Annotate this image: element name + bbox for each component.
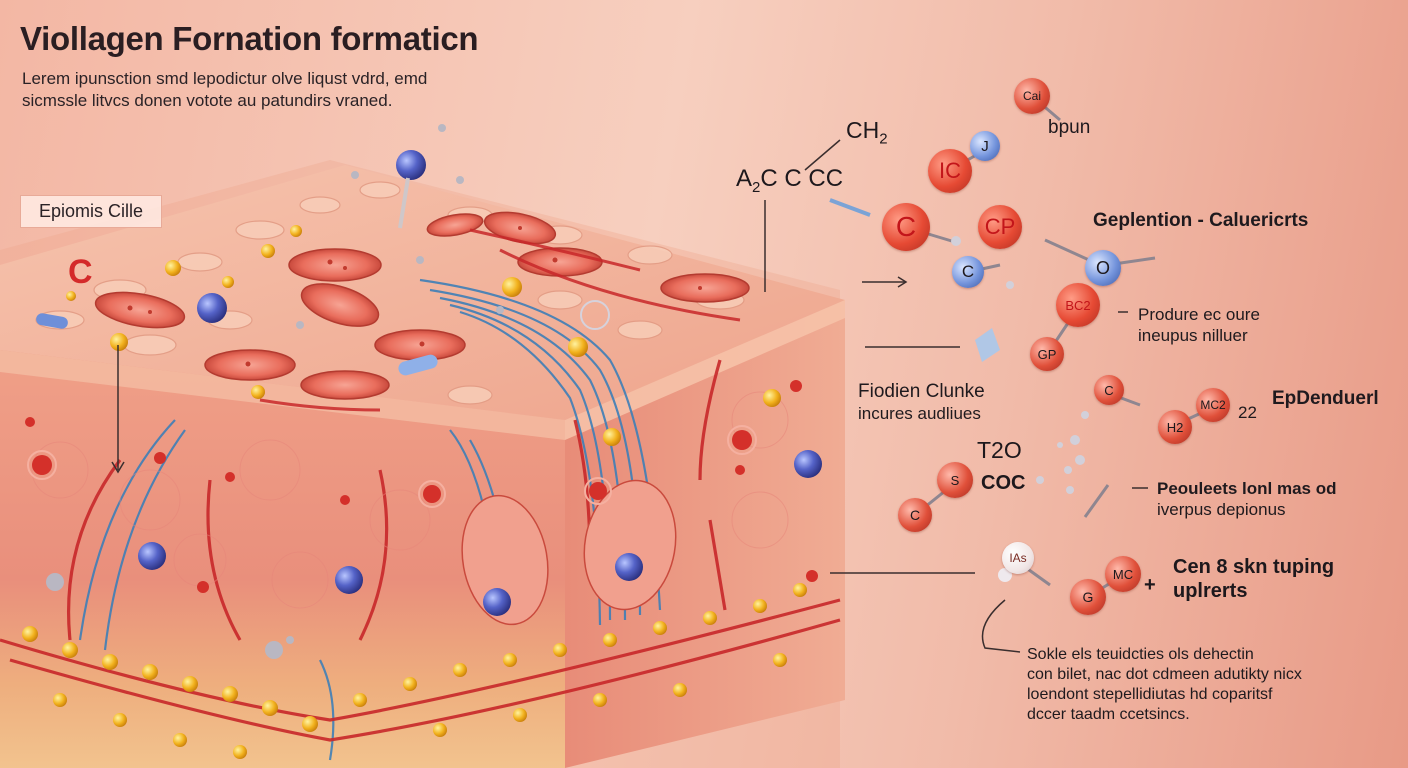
formula-top-text: CH	[846, 117, 880, 143]
label-cen-line: uplrerts	[1173, 580, 1248, 602]
label-produre-line: ineupus nilluer	[1138, 326, 1248, 345]
subtitle-line: Lerem ipunsction smd lepodictur olve liq…	[22, 69, 428, 88]
atom-ic: IC	[928, 149, 972, 193]
atom-c: C	[1094, 375, 1124, 405]
label-geplention: Geplention - Caluericrts	[1093, 210, 1309, 231]
label-produre: Produre ec oure ineupus nilluer	[1138, 304, 1260, 346]
atom-c: C	[898, 498, 932, 532]
atom-h2: H2	[1158, 410, 1192, 444]
bottom-note-line: Sokle els teuidcties ols dehectin	[1027, 646, 1254, 663]
bottom-note-line: loendont stepellidiutas hd coparitsf	[1027, 686, 1273, 703]
atom-g: G	[1070, 579, 1106, 615]
atom-o: O	[1085, 250, 1121, 286]
formula-main-subscript: 2	[752, 178, 761, 196]
label-peouleets: Peouleets lonl mas od iverpus depionus	[1157, 478, 1337, 520]
diagram-title: Viollagen Fornation formaticn	[20, 20, 479, 57]
label-t2o: T2O	[977, 437, 1022, 463]
subtitle-line: sicmssle litvcs donen votote au patundir…	[22, 91, 393, 110]
formula-top: CH2	[846, 117, 888, 148]
atom-c: C	[882, 203, 930, 251]
label-peouleets-line: iverpus depionus	[1157, 500, 1286, 519]
label-fiodien: Fiodien Clunke incures audliues	[858, 381, 985, 424]
label-bpun: bpun	[1048, 117, 1091, 138]
label-22: 22	[1238, 403, 1257, 422]
atom-cp: CP	[978, 205, 1022, 249]
atom-bc2: BC2	[1056, 283, 1100, 327]
label-cen: Cen 8 skn tuping uplrerts	[1173, 555, 1334, 603]
label-produre-line: Produre ec oure	[1138, 305, 1260, 324]
label-fiodien-title: Fiodien Clunke	[858, 381, 985, 402]
atom-s: S	[937, 462, 973, 498]
label-peouleets-line: Peouleets lonl mas od	[1157, 479, 1337, 498]
atom-cai: Cai	[1014, 78, 1050, 114]
bottom-note-line: con bilet, nac dot cdmeen adutikty nicx	[1027, 666, 1302, 683]
atom-c: C	[952, 256, 984, 288]
epidermis-tag-label: Epiomis Cille	[20, 195, 163, 228]
label-cen-line: Cen 8 skn tuping	[1173, 556, 1335, 578]
label-epdenduerl: EpDenduerl	[1272, 388, 1379, 409]
atom-ias: IAs	[1002, 542, 1034, 574]
atom-gp: GP	[1030, 337, 1064, 371]
label-fiodien-sub: incures audliues	[858, 404, 981, 423]
atom-mc2: MC2	[1196, 388, 1230, 422]
formula-top-subscript: 2	[879, 130, 888, 148]
formula-main-rest: C C CC	[760, 165, 844, 192]
diagram-subtitle: Lerem ipunsction smd lepodictur olve liq…	[22, 68, 542, 112]
bottom-note: Sokle els teuidcties ols dehectin con bi…	[1027, 645, 1302, 725]
formula-main-prefix: A	[736, 165, 753, 192]
atom-j: J	[970, 131, 1000, 161]
plus-sign: +	[1144, 574, 1156, 596]
bottom-note-line: dccer taadm ccetsincs.	[1027, 706, 1190, 723]
tissue-letter: C	[68, 253, 93, 291]
formula-main: A2C C CC	[736, 165, 843, 196]
atom-mc: MC	[1105, 556, 1141, 592]
label-coc: COC	[981, 472, 1026, 494]
